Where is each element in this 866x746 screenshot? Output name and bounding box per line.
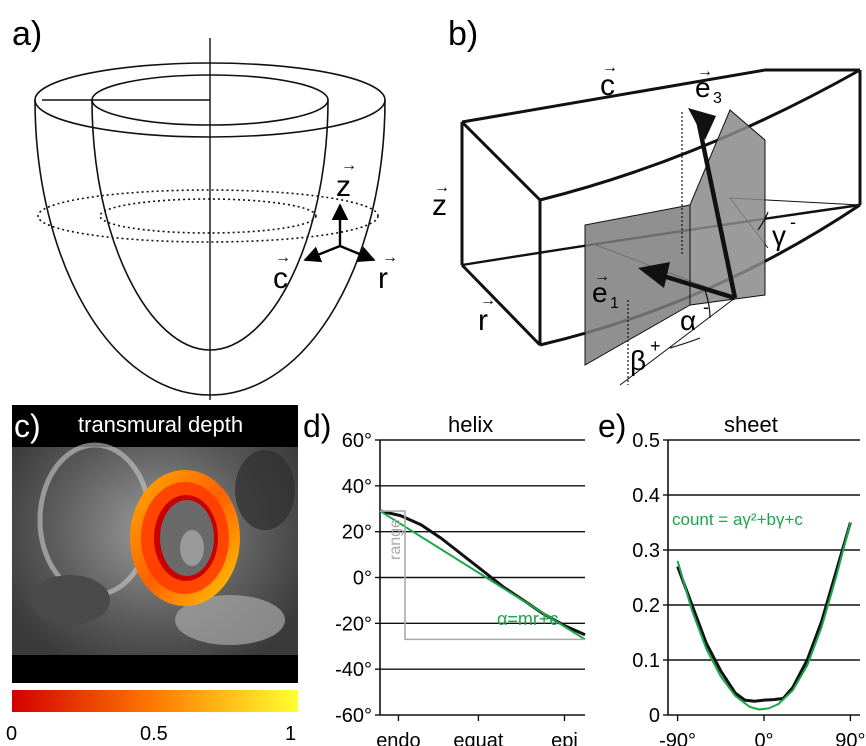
box-top-back <box>539 68 861 202</box>
beta-sup: + <box>650 336 661 356</box>
colorbar-tick-0.5: 0.5 <box>140 723 168 745</box>
x-tick-label: -90° <box>659 730 696 746</box>
y-tick-label: 0° <box>353 568 372 590</box>
panel-a: a) z → c → r → <box>12 15 398 400</box>
y-tick-label: 60° <box>342 430 372 452</box>
b-c-label: c <box>600 69 615 102</box>
panel-e-title: sheet <box>724 412 778 437</box>
inner-section <box>99 198 317 234</box>
y-tick-label: -60° <box>335 705 372 727</box>
y-tick-label: 0.3 <box>632 540 660 562</box>
y-tick-label: 20° <box>342 522 372 544</box>
sheet-plot: 0.5 0.4 0.3 0.2 0.1 0 -90° 0° 90° <box>632 430 865 746</box>
c-vec-mark: → <box>275 249 291 266</box>
e3-label: e <box>695 72 711 103</box>
helix-plot: 60° 40° 20° 0° -20° -40° -60°endo equat epi <box>335 430 586 746</box>
b-z-vec: → <box>434 179 450 196</box>
z-vec-mark: → <box>341 157 357 174</box>
lv-papillary <box>180 530 204 566</box>
gamma-arc <box>757 211 769 231</box>
outer-section <box>37 189 379 243</box>
gamma-sup: - <box>790 212 796 232</box>
panel-c-title: transmural depth <box>78 412 243 437</box>
y-tick-label: 0.4 <box>632 485 660 507</box>
panel-e: e) sheet 0.5 0.4 0.3 0.2 0.1 0 -90° 0° 90° count… <box>598 408 866 746</box>
series-line <box>676 522 852 711</box>
c-axis-label: c <box>273 262 288 295</box>
y-tick-label: -20° <box>335 613 372 635</box>
panel-b: b) c → z → r → <box>432 15 862 386</box>
x-tick-label: 90° <box>835 730 865 746</box>
gamma-label: γ <box>772 220 786 251</box>
y-tick-label: 0.5 <box>632 430 660 452</box>
e3-vector <box>695 119 738 299</box>
series-line <box>379 510 586 641</box>
z-axis-label: z <box>336 170 351 203</box>
alpha-arc <box>704 289 711 319</box>
r-axis-label: r <box>378 262 388 295</box>
e3-sub: 3 <box>713 90 722 107</box>
tissue-blob-2 <box>175 595 285 645</box>
helix-fit-label: α=mr+c <box>497 609 558 629</box>
y-tick-label: 0 <box>649 705 660 727</box>
panel-b-label: b) <box>448 15 478 53</box>
e1-label: e <box>592 277 608 308</box>
alpha-label: α <box>680 305 696 336</box>
panel-d-label: d) <box>303 408 331 444</box>
e1-vec: → <box>594 268 610 285</box>
y-tick-label: -40° <box>335 659 372 681</box>
e1-sub: 1 <box>610 295 619 312</box>
diag-line-3 <box>619 297 736 386</box>
beta-arc <box>669 337 701 349</box>
panel-c-label: c) <box>14 408 41 444</box>
panel-d: d) helix 60° 40° 20° 0° -20° -40° -60°endo equa… <box>303 408 586 746</box>
x-tick-label: 0° <box>754 730 773 746</box>
panel-e-label: e) <box>598 408 626 444</box>
e3-vec: → <box>697 63 713 80</box>
tissue-blob-3 <box>235 450 295 530</box>
sheet-fit-label: count = aγ²+bγ+c <box>672 510 803 529</box>
r-vec-mark: → <box>382 249 398 266</box>
colorbar-tick-1: 1 <box>285 723 296 745</box>
x-tick-label: epi <box>551 730 578 746</box>
b-z-label: z <box>432 189 447 222</box>
tissue-blob-1 <box>30 575 110 625</box>
box-bottom-left <box>460 263 542 347</box>
r-arrow <box>339 244 376 263</box>
range-bracket <box>380 510 585 641</box>
panel-c: c) transmural depth 0 0.5 1 <box>6 405 298 745</box>
b-c-vec: → <box>602 59 618 76</box>
c-arrow <box>303 244 341 263</box>
y-tick-label: 0.2 <box>632 595 660 617</box>
series-line <box>676 522 852 703</box>
y-tick-label: 0.1 <box>632 650 660 672</box>
b-r-vec: → <box>480 292 496 309</box>
box-left-top <box>460 120 542 202</box>
beta-label: β <box>630 345 646 376</box>
x-tick-label: endo <box>376 730 421 746</box>
range-label: range <box>387 519 404 560</box>
e1-arrowhead <box>638 262 670 288</box>
bottom-bar <box>12 655 298 683</box>
colorbar <box>12 690 298 712</box>
title-bar <box>12 405 298 447</box>
x-tick-label: equat <box>453 730 503 746</box>
e1-vector <box>659 272 736 301</box>
panel-a-label: a) <box>12 15 42 53</box>
box-top-front <box>461 68 766 124</box>
b-r-label: r <box>478 304 488 337</box>
colorbar-tick-0: 0 <box>6 723 17 745</box>
panel-d-title: helix <box>448 412 493 437</box>
e3-arrowhead <box>688 108 716 140</box>
y-tick-label: 40° <box>342 476 372 498</box>
alpha-sup: - <box>703 297 709 317</box>
